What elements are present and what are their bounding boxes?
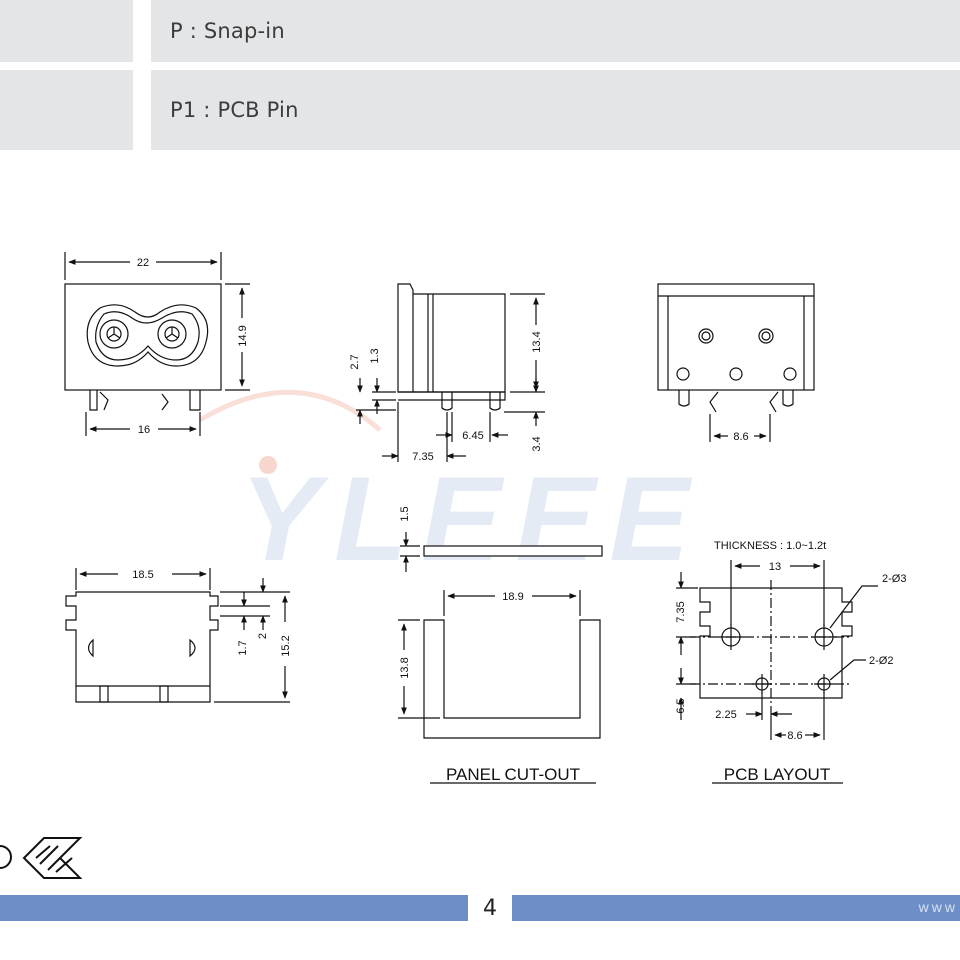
dim-side-d1: 2.7	[349, 354, 361, 369]
spec-row-label-cell	[0, 0, 133, 62]
dim-pcb-hole-spacing: 13	[769, 561, 781, 573]
spec-row-label-cell	[0, 70, 133, 150]
dimension-labels: 22 14.9 16 2.7 1.3 13.4 6.45 3.4 7.35 8.…	[132, 257, 906, 784]
spec-row-value-cell	[151, 70, 960, 150]
dim-side-d2: 1.3	[369, 348, 381, 363]
footer-bar-right	[512, 895, 960, 921]
footer-bar-left	[0, 895, 468, 921]
pcb-layout	[676, 560, 878, 784]
page-number: 4	[483, 896, 497, 921]
spec-row-snap-in: P : Snap-in	[0, 0, 960, 62]
pcb-thickness-note: THICKNESS : 1.0~1.2t	[714, 540, 826, 552]
dim-pcb-small-holes: 2-Ø2	[869, 655, 893, 667]
front-view	[64, 252, 250, 436]
side-view	[356, 283, 545, 462]
spec-row-value-cell	[151, 0, 960, 62]
dim-top-width: 18.5	[132, 569, 153, 581]
dim-side-d5: 3.4	[531, 436, 543, 451]
website-text[interactable]: www	[918, 899, 958, 915]
certification-circle-icon	[0, 845, 12, 869]
dim-pcb-v1: 7.35	[675, 601, 687, 622]
dim-side-d6: 7.35	[412, 451, 433, 463]
dim-top-height: 15.2	[280, 635, 292, 656]
dim-front-height: 14.9	[237, 325, 249, 346]
spec-row-text: P1 : PCB Pin	[170, 98, 299, 122]
panel-cutout-caption: PANEL CUT-OUT	[446, 765, 580, 784]
dim-rear-pitch: 8.6	[733, 431, 748, 443]
dim-panel-width: 18.9	[502, 591, 523, 603]
dim-panel-thickness: 1.5	[399, 506, 411, 521]
dim-pcb-h2: 8.6	[787, 730, 802, 742]
dim-front-pin-span: 16	[138, 424, 150, 436]
dim-top-d1: 1.7	[237, 640, 249, 655]
dim-side-d4: 6.45	[462, 430, 483, 442]
certification-marks	[0, 837, 83, 879]
dim-pcb-h1: 2.25	[715, 709, 736, 721]
rear-view	[657, 283, 815, 442]
dim-side-d3: 13.4	[531, 331, 543, 352]
top-view	[65, 568, 290, 703]
pcb-layout-caption: PCB LAYOUT	[724, 765, 830, 784]
dim-pcb-big-holes: 2-Ø3	[882, 573, 906, 585]
watermark-logo: YLEEE	[198, 389, 703, 586]
spec-row-text: P : Snap-in	[170, 19, 285, 43]
dim-pcb-v2: 6.5	[675, 698, 687, 713]
eac-mark-icon	[22, 837, 83, 879]
watermark-text: YLEEE	[240, 452, 703, 586]
dim-top-d2: 2	[257, 633, 269, 639]
dim-panel-height: 13.8	[399, 657, 411, 678]
spec-row-pcb-pin: P1 : PCB Pin	[0, 70, 960, 150]
dim-front-width: 22	[137, 257, 149, 269]
panel-cutout	[398, 532, 603, 784]
